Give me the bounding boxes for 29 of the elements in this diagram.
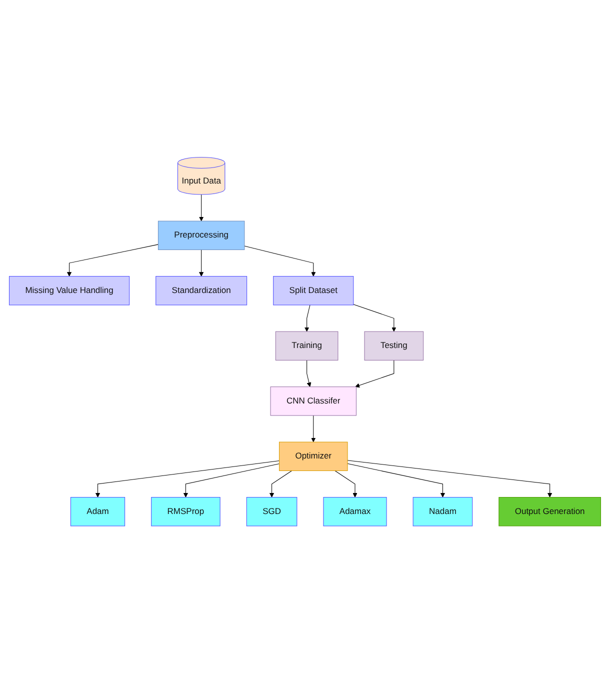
arrow (244, 246, 316, 276)
arrow (183, 463, 280, 498)
node-box: Split Dataset (273, 276, 354, 306)
node-box: Output Generation (498, 496, 601, 526)
node-box: Missing Value Handling (9, 276, 130, 306)
node-box: Optimizer (279, 442, 348, 471)
arrow (347, 463, 446, 498)
node-box: Nadam (412, 496, 473, 526)
arrow (311, 415, 316, 442)
arrow (353, 304, 396, 332)
node-box: CNN Classifer (270, 386, 357, 416)
arrow (199, 194, 204, 222)
arrow (66, 244, 159, 276)
node-box: Training (275, 331, 338, 360)
node-box: Adam (70, 496, 126, 526)
node-box: Testing (364, 331, 424, 360)
arrow (355, 360, 394, 388)
arrow (199, 249, 204, 276)
arrow (95, 460, 280, 498)
arrow (334, 470, 358, 498)
node-box: Preprocessing (158, 220, 245, 250)
arrow (306, 360, 312, 387)
node-box: RMSProp (151, 496, 220, 526)
arrow (304, 304, 310, 332)
node-box: Adamax (323, 496, 387, 526)
arrow (347, 460, 552, 498)
node-box: Standardization (156, 276, 248, 306)
arrow (269, 470, 292, 498)
node-box: SGD (246, 496, 298, 526)
